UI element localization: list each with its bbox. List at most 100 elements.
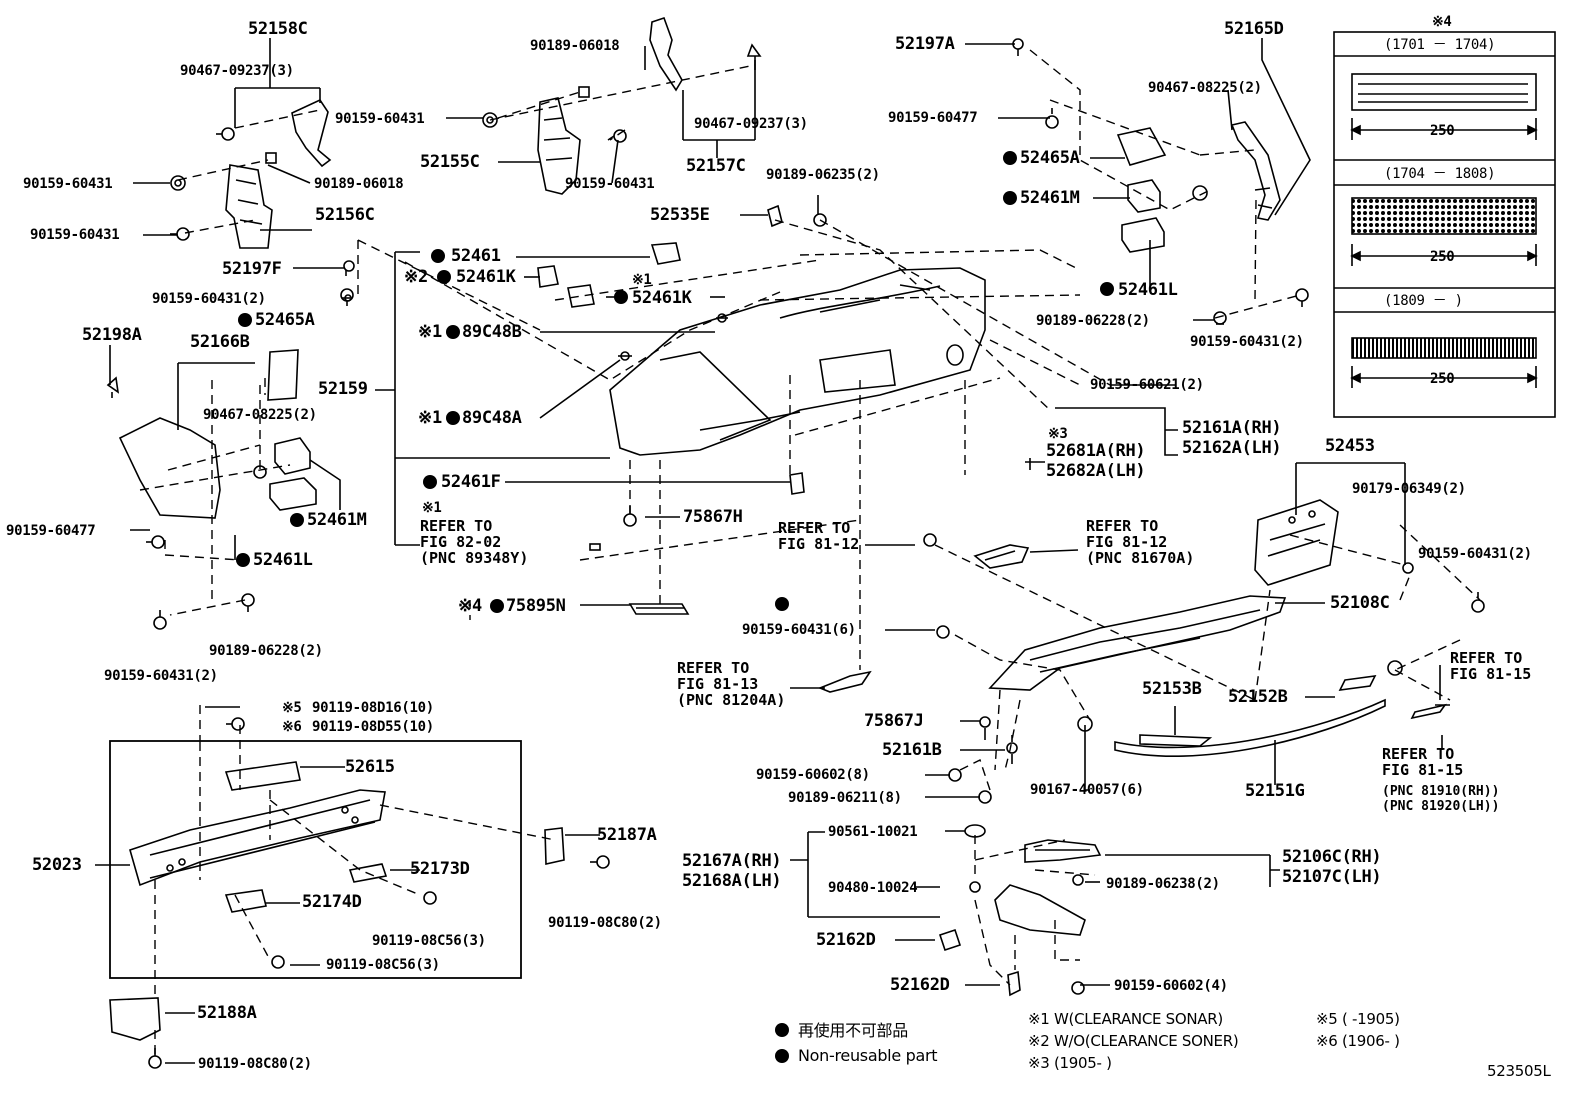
label-90189-06228-2[interactable]: 90189-06228(2) bbox=[1036, 313, 1150, 329]
label-52108C[interactable]: 52108C bbox=[1330, 593, 1390, 613]
label-89C48B[interactable]: 89C48B bbox=[462, 322, 522, 342]
label-90119-08C80-2[interactable]: 90119-08C80(2) bbox=[198, 1056, 312, 1072]
label-52453[interactable]: 52453 bbox=[1325, 436, 1375, 456]
label-90480-10024[interactable]: 90480-10024 bbox=[828, 880, 918, 896]
label-52173D[interactable]: 52173D bbox=[410, 859, 470, 879]
label-90159-60431[interactable]: 90159-60431 bbox=[335, 111, 425, 127]
label-90119-08D55[interactable]: 90119-08D55(10) bbox=[312, 719, 434, 735]
label-75867H[interactable]: 75867H bbox=[683, 507, 743, 527]
figure-code: 523505L bbox=[1487, 1062, 1551, 1080]
label-90159-60431[interactable]: 90159-60431 bbox=[30, 227, 120, 243]
label-52162D[interactable]: 52162D bbox=[890, 975, 950, 995]
label-52165D[interactable]: 52165D bbox=[1224, 19, 1284, 39]
label-75867J[interactable]: 75867J bbox=[864, 711, 924, 731]
refer-fig-81-12-pnc[interactable]: REFER TO FIG 81-12 (PNC 81670A) bbox=[1086, 517, 1195, 567]
label-52107C-LH[interactable]: 52107C(LH) bbox=[1282, 867, 1382, 887]
label-52157C[interactable]: 52157C bbox=[686, 156, 746, 176]
label-52161A-RH[interactable]: 52161A(RH) bbox=[1182, 418, 1282, 438]
label-52461[interactable]: 52461 bbox=[451, 246, 501, 266]
label-52162A-LH[interactable]: 52162A(LH) bbox=[1182, 438, 1282, 458]
label-90467-09237[interactable]: 90467-09237(3) bbox=[180, 63, 294, 79]
label-90159-60431-2[interactable]: 90159-60431(2) bbox=[1190, 334, 1304, 350]
label-90159-60602-8[interactable]: 90159-60602(8) bbox=[756, 767, 870, 783]
label-52156C[interactable]: 52156C bbox=[315, 205, 375, 225]
label-89C48A[interactable]: 89C48A bbox=[462, 408, 522, 428]
label-90189-06228-2[interactable]: 90189-06228(2) bbox=[209, 643, 323, 659]
label-52188A[interactable]: 52188A bbox=[197, 1003, 257, 1023]
label-52151G[interactable]: 52151G bbox=[1245, 781, 1305, 801]
bumper-cover-52159-shape bbox=[609, 267, 986, 456]
label-90467-09237[interactable]: 90467-09237(3) bbox=[694, 116, 808, 132]
label-90159-60431[interactable]: 90159-60431 bbox=[565, 176, 655, 192]
label-52166B[interactable]: 52166B bbox=[190, 332, 250, 352]
label-90179-06349-2[interactable]: 90179-06349(2) bbox=[1352, 481, 1466, 497]
label-90159-60477[interactable]: 90159-60477 bbox=[888, 110, 978, 126]
label-75895N[interactable]: 75895N bbox=[506, 596, 566, 616]
label-90159-60431-2[interactable]: 90159-60431(2) bbox=[104, 668, 218, 684]
label-52162D[interactable]: 52162D bbox=[816, 930, 876, 950]
label-90189-06018[interactable]: 90189-06018 bbox=[314, 176, 404, 192]
label-52159[interactable]: 52159 bbox=[318, 379, 368, 399]
label-52152B[interactable]: 52152B bbox=[1228, 687, 1288, 707]
refer-fig-82-02[interactable]: REFER TO FIG 82-02 (PNC 89348Y) bbox=[420, 517, 529, 567]
label-90189-06018[interactable]: 90189-06018 bbox=[530, 38, 620, 54]
note-mark-1: ※1 bbox=[632, 272, 652, 288]
label-90467-08225-2[interactable]: 90467-08225(2) bbox=[203, 407, 317, 423]
label-90189-06211-8[interactable]: 90189-06211(8) bbox=[788, 790, 902, 806]
label-52167A-RH[interactable]: 52167A(RH) bbox=[682, 851, 782, 871]
label-52461K[interactable]: 52461K bbox=[456, 267, 516, 287]
label-90167-40057-6[interactable]: 90167-40057(6) bbox=[1030, 782, 1144, 798]
label-90159-60431[interactable]: 90159-60431 bbox=[23, 176, 113, 192]
label-90159-60431-2[interactable]: 90159-60431(2) bbox=[1418, 546, 1532, 562]
label-90119-08C80-2[interactable]: 90119-08C80(2) bbox=[548, 915, 662, 931]
label-52023[interactable]: 52023 bbox=[32, 855, 82, 875]
label-52461K[interactable]: 52461K bbox=[632, 288, 692, 308]
label-52187A[interactable]: 52187A bbox=[597, 825, 657, 845]
label-90159-60602-4[interactable]: 90159-60602(4) bbox=[1114, 978, 1228, 994]
label-52198A[interactable]: 52198A bbox=[82, 325, 142, 345]
label-52465A[interactable]: 52465A bbox=[255, 310, 315, 330]
inset-trim-box bbox=[1333, 31, 1556, 418]
label-52161B[interactable]: 52161B bbox=[882, 740, 942, 760]
note-5: ※5 ( -1905) bbox=[1316, 1010, 1400, 1028]
label-90467-08225-2[interactable]: 90467-08225(2) bbox=[1148, 80, 1262, 96]
refer-fig-81-15[interactable]: REFER TO FIG 81-15 bbox=[1450, 649, 1532, 683]
label-52197F[interactable]: 52197F bbox=[222, 259, 282, 279]
label-52155C[interactable]: 52155C bbox=[420, 152, 480, 172]
label-90119-08D16[interactable]: 90119-08D16(10) bbox=[312, 700, 434, 716]
label-52461F[interactable]: 52461F bbox=[441, 472, 501, 492]
refer-fig-81-15-pnc[interactable]: REFER TO FIG 81-15 bbox=[1382, 745, 1464, 779]
label-52461M[interactable]: 52461M bbox=[1020, 188, 1080, 208]
inset-header: ※4 bbox=[1432, 14, 1452, 30]
label-52106C-RH[interactable]: 52106C(RH) bbox=[1282, 847, 1382, 867]
refer-fig-81-13[interactable]: REFER TO FIG 81-13 (PNC 81204A) bbox=[677, 659, 786, 709]
label-90189-06235-2[interactable]: 90189-06235(2) bbox=[766, 167, 880, 183]
label-52465A[interactable]: 52465A bbox=[1020, 148, 1080, 168]
label-52153B[interactable]: 52153B bbox=[1142, 679, 1202, 699]
label-52535E[interactable]: 52535E bbox=[650, 205, 710, 225]
label-52681A-RH[interactable]: 52681A(RH) bbox=[1046, 441, 1146, 461]
label-90159-60431-2[interactable]: 90159-60431(2) bbox=[152, 291, 266, 307]
label-90159-60431-6[interactable]: 90159-60431(6) bbox=[742, 622, 856, 638]
label-90189-06238-2[interactable]: 90189-06238(2) bbox=[1106, 876, 1220, 892]
label-52461L[interactable]: 52461L bbox=[253, 550, 313, 570]
inset-dim-2: 250 bbox=[1430, 249, 1455, 265]
label-52174D[interactable]: 52174D bbox=[302, 892, 362, 912]
label-52461L[interactable]: 52461L bbox=[1118, 280, 1178, 300]
retainer-52162D-shape bbox=[994, 884, 1086, 936]
refer-fig-81-12[interactable]: REFER TO FIG 81-12 bbox=[778, 519, 860, 553]
note-2: ※2 W/O(CLEARANCE SONER) bbox=[1028, 1032, 1239, 1050]
label-52682A-LH[interactable]: 52682A(LH) bbox=[1046, 461, 1146, 481]
label-90159-60477[interactable]: 90159-60477 bbox=[6, 523, 96, 539]
label-90561-10021[interactable]: 90561-10021 bbox=[828, 824, 918, 840]
label-52168A-LH[interactable]: 52168A(LH) bbox=[682, 871, 782, 891]
label-90119-08C56-3[interactable]: 90119-08C56(3) bbox=[326, 957, 440, 973]
label-90119-08C56-3[interactable]: 90119-08C56(3) bbox=[372, 933, 486, 949]
label-52197A[interactable]: 52197A bbox=[895, 34, 955, 54]
label-52461M[interactable]: 52461M bbox=[307, 510, 367, 530]
label-52615[interactable]: 52615 bbox=[345, 757, 395, 777]
inset-range-1: (1701 － 1704) bbox=[1384, 37, 1496, 53]
label-90159-60621-2[interactable]: 90159-60621(2) bbox=[1090, 377, 1204, 393]
label-52158C[interactable]: 52158C bbox=[248, 19, 308, 39]
